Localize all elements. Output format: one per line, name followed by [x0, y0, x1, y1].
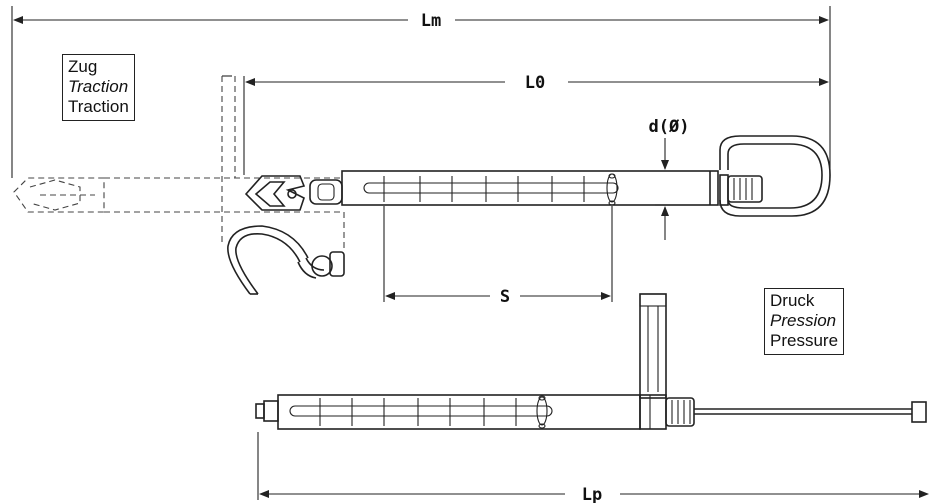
scale-ticks-bottom — [319, 398, 517, 426]
diameter-dimension: d(Ø) — [640, 117, 689, 240]
lp-dimension: Lp — [257, 432, 929, 503]
traction-label-de: Zug — [68, 57, 98, 76]
traction-label-box: Zug Traction Traction — [62, 54, 135, 121]
diameter-label: d(Ø) — [649, 117, 690, 137]
s-hook — [227, 212, 345, 295]
pressure-label-fr: Pression — [770, 311, 837, 330]
l0-label: L0 — [525, 73, 545, 93]
pressure-label-box: Druck Pression Pressure — [764, 288, 845, 355]
traction-label-fr: Traction — [68, 77, 129, 96]
l0-dimension: L0 — [222, 73, 829, 175]
ghost-extended-scale — [13, 76, 340, 245]
s-dimension: S — [383, 206, 613, 307]
traction-label-en: Traction — [68, 97, 129, 116]
pressure-scale — [255, 293, 927, 430]
scale-ticks-top — [383, 176, 585, 202]
lp-label: Lp — [582, 485, 602, 503]
pressure-label-en: Pressure — [770, 331, 839, 350]
pressure-label-de: Druck — [770, 291, 815, 310]
s-label: S — [500, 287, 510, 307]
lm-dimension: Lm — [11, 6, 831, 178]
traction-scale — [244, 135, 831, 217]
lm-label: Lm — [421, 11, 441, 31]
